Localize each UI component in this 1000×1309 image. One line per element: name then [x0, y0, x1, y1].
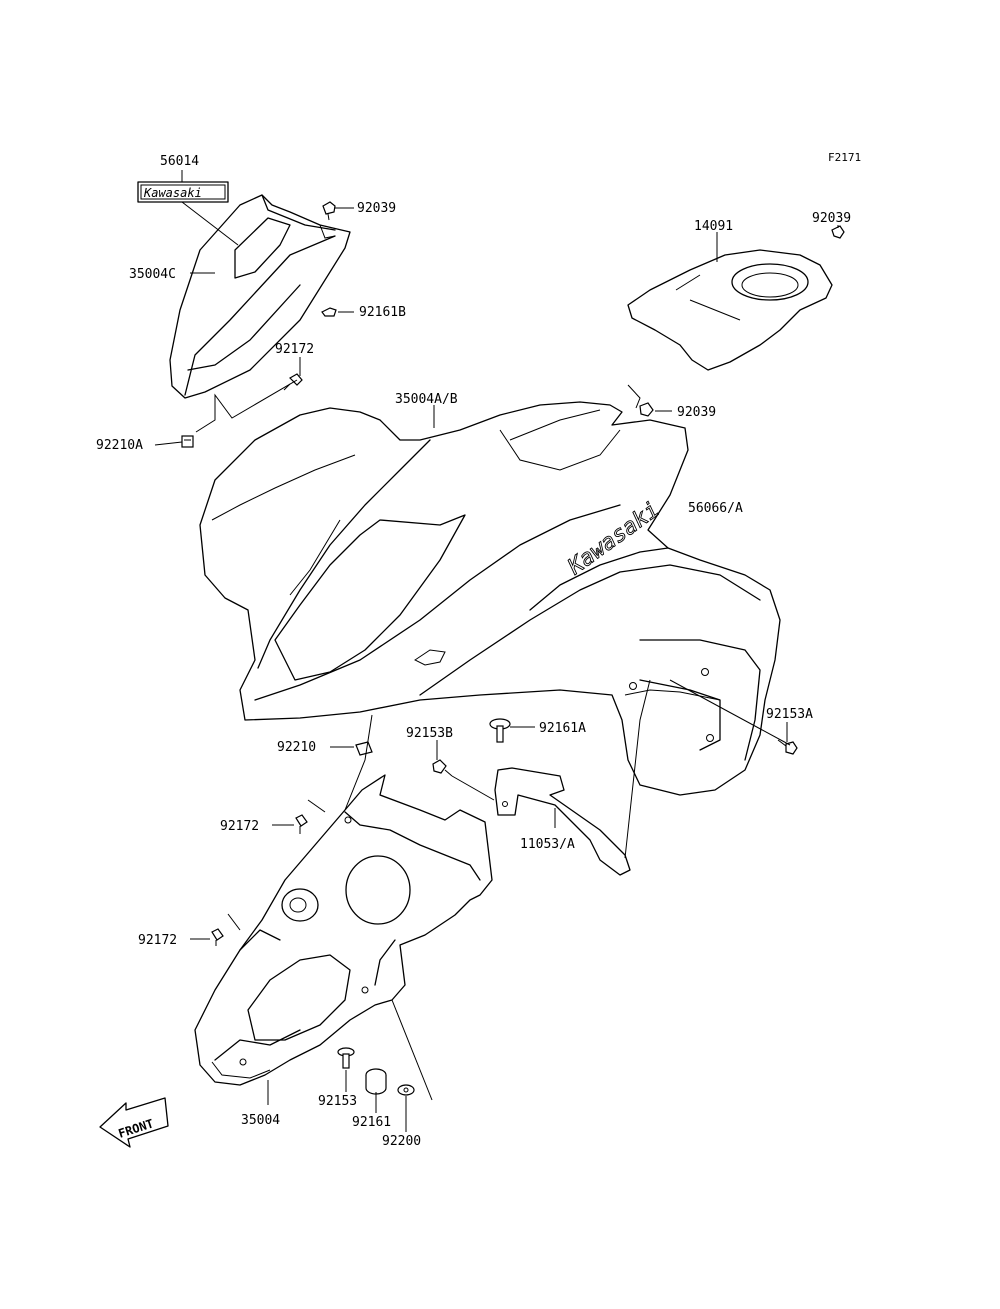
hardware-92039-c[interactable]	[639, 402, 654, 417]
hardware-92172-c[interactable]	[211, 928, 224, 946]
label-92172-b[interactable]: 92172	[220, 819, 259, 834]
label-92039-a[interactable]: 92039	[357, 201, 396, 216]
label-92210[interactable]: 92210	[277, 740, 316, 755]
part-labels: 56014 92039 35004C 92161B 92172 92210A 1…	[96, 154, 851, 1149]
figure-code: F2171	[828, 151, 861, 164]
label-92039-b[interactable]: 92039	[812, 211, 851, 226]
label-35004C[interactable]: 35004C	[129, 267, 176, 282]
hardware-92200[interactable]	[397, 1084, 415, 1096]
hardware-92161B[interactable]	[321, 307, 337, 317]
label-92161B[interactable]: 92161B	[359, 305, 406, 320]
part-35004-lower-cover[interactable]	[194, 774, 493, 1086]
part-56014-decal[interactable]: Kawasaki	[137, 181, 229, 203]
front-arrow-label: FRONT	[117, 1116, 156, 1140]
label-56014[interactable]: 56014	[160, 154, 199, 169]
label-92161A[interactable]: 92161A	[539, 721, 586, 736]
hardware-92161A[interactable]	[489, 718, 511, 743]
label-92153B[interactable]: 92153B	[406, 726, 453, 741]
hardware-92172-b[interactable]	[295, 814, 308, 834]
hardware-92210A[interactable]	[181, 435, 194, 448]
part-35004AB-front-fender[interactable]: Kawasaki	[199, 401, 781, 796]
label-11053A[interactable]: 11053/A	[520, 837, 575, 852]
leader-lines	[154, 170, 839, 1132]
hardware-92039-a[interactable]	[322, 201, 336, 221]
part-14091-panel[interactable]	[627, 249, 833, 371]
label-56066A[interactable]: 56066/A	[688, 501, 743, 516]
part-35004C-cover[interactable]	[169, 194, 351, 399]
label-14091[interactable]: 14091	[694, 219, 733, 234]
part-11053A-bracket[interactable]	[494, 767, 631, 876]
hardware-92153B[interactable]	[432, 759, 453, 777]
label-92172-c[interactable]: 92172	[138, 933, 177, 948]
hardware-92161[interactable]	[365, 1068, 387, 1095]
hardware-92153[interactable]	[337, 1047, 355, 1069]
hardware-92153A[interactable]	[777, 739, 798, 755]
label-92039-c[interactable]: 92039	[677, 405, 716, 420]
label-92153[interactable]: 92153	[318, 1094, 357, 1109]
label-92210A[interactable]: 92210A	[96, 438, 143, 453]
hardware-92210[interactable]	[355, 741, 373, 756]
decal-badge-text: Kawasaki	[143, 186, 202, 200]
label-35004[interactable]: 35004	[241, 1113, 280, 1128]
label-92161[interactable]: 92161	[352, 1115, 391, 1130]
hardware-92039-b[interactable]	[831, 225, 845, 239]
label-92153A[interactable]: 92153A	[766, 707, 813, 722]
label-92200[interactable]: 92200	[382, 1134, 421, 1149]
front-arrow-icon: FRONT	[99, 1097, 169, 1148]
label-92172-a[interactable]: 92172	[275, 342, 314, 357]
label-35004AB[interactable]: 35004A/B	[395, 392, 458, 407]
